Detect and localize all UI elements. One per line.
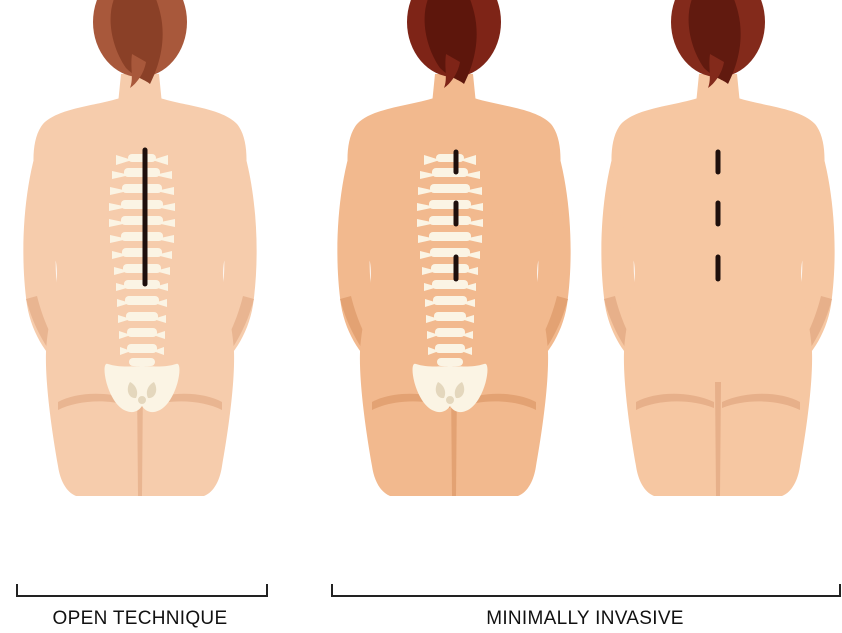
open-technique-figure xyxy=(23,0,256,496)
minimally-invasive-figure-with-spine xyxy=(337,0,570,496)
open-technique-label: OPEN TECHNIQUE xyxy=(14,608,266,630)
minimally-invasive-bracket xyxy=(332,584,840,596)
open-technique-bracket xyxy=(17,584,267,596)
minimally-invasive-label: MINIMALLY INVASIVE xyxy=(330,608,840,630)
minimally-invasive-figure-without-spine xyxy=(601,0,834,496)
